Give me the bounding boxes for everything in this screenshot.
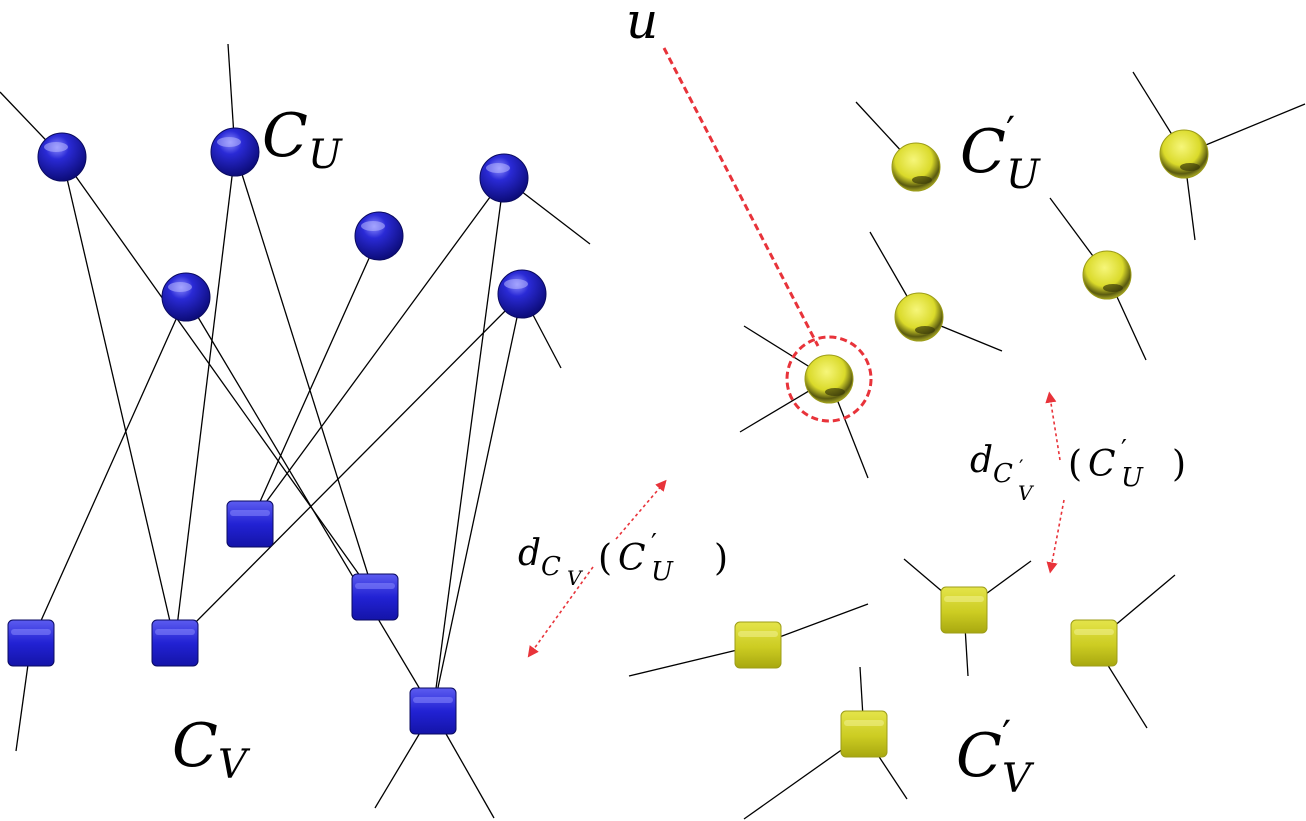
svg-text:V: V	[1018, 481, 1035, 505]
svg-text:(: (	[598, 538, 612, 579]
label-cup: C ′ U	[960, 109, 1041, 198]
label-cvp: C ′ V	[956, 713, 1035, 802]
edge	[30, 296, 187, 644]
edge	[61, 156, 376, 598]
distance-arrow-left	[615, 479, 667, 540]
edge	[249, 177, 505, 525]
svg-text:V: V	[1002, 756, 1035, 802]
svg-text:C: C	[618, 538, 646, 579]
svg-text:V: V	[218, 742, 251, 788]
svg-text:′: ′	[1006, 109, 1015, 155]
blue-round-node	[497, 269, 547, 319]
svg-text:U: U	[651, 557, 674, 587]
label-distance-cv: d C V ( C ′ U )	[518, 529, 728, 590]
edge	[432, 177, 505, 712]
yellow-round-node-u	[804, 354, 854, 404]
svg-text:′: ′	[1121, 435, 1127, 465]
cup-nodes	[804, 129, 1209, 404]
blue-round-node	[37, 132, 87, 182]
yellow-square-node	[1070, 619, 1118, 667]
yellow-square-node	[840, 710, 888, 758]
svg-text:C: C	[960, 117, 1006, 187]
u-pointer-line	[662, 47, 820, 347]
label-cu: C U	[262, 101, 343, 178]
distance-arrow-right	[1045, 391, 1061, 461]
cv-nodes	[7, 500, 457, 735]
svg-text:V: V	[567, 566, 584, 590]
blue-round-node	[161, 272, 211, 322]
yellow-round-node	[1082, 250, 1132, 300]
svg-text:C: C	[541, 552, 561, 582]
svg-text:′: ′	[1019, 455, 1024, 479]
svg-text:d: d	[970, 440, 993, 481]
svg-text:(: (	[1068, 444, 1082, 485]
blue-round-node	[354, 211, 404, 261]
label-cv: C V	[172, 711, 251, 788]
u-highlight-ring	[785, 335, 873, 423]
distance-arrow-right	[1046, 499, 1065, 574]
blue-square-node	[151, 619, 199, 667]
svg-text:C: C	[1088, 444, 1116, 485]
edge	[432, 293, 523, 712]
edge	[174, 293, 523, 644]
yellow-round-node	[891, 142, 941, 192]
blue-square-node	[226, 500, 274, 548]
blue-round-node	[210, 127, 260, 177]
edge	[61, 156, 176, 644]
svg-text:C: C	[993, 459, 1013, 489]
cu-nodes	[37, 127, 547, 322]
yellow-square-node	[734, 621, 782, 669]
edge	[185, 296, 434, 712]
svg-text:C: C	[172, 711, 218, 781]
svg-text:U: U	[1121, 463, 1144, 493]
blue-square-node	[7, 619, 55, 667]
svg-text:U: U	[1006, 152, 1041, 198]
yellow-round-node	[1159, 129, 1209, 179]
svg-text:C: C	[956, 721, 1002, 791]
svg-text:): )	[1172, 444, 1186, 485]
blue-square-node	[351, 573, 399, 621]
edge	[234, 151, 376, 598]
cvp-nodes	[734, 586, 1118, 758]
yellow-square-node	[940, 586, 988, 634]
yellow-round-node	[894, 292, 944, 342]
blue-square-node	[409, 687, 457, 735]
blue-round-node	[479, 153, 529, 203]
edge	[249, 235, 380, 525]
svg-text:): )	[714, 538, 728, 579]
svg-text:′: ′	[651, 529, 657, 559]
edge	[174, 151, 236, 644]
label-distance-cvp: d C ′ V ( C ′ U )	[970, 435, 1186, 505]
svg-text:d: d	[518, 533, 541, 574]
svg-text:U: U	[308, 132, 343, 178]
svg-text:C: C	[262, 101, 308, 171]
svg-text:′: ′	[1002, 713, 1011, 759]
label-u: u	[626, 0, 658, 50]
